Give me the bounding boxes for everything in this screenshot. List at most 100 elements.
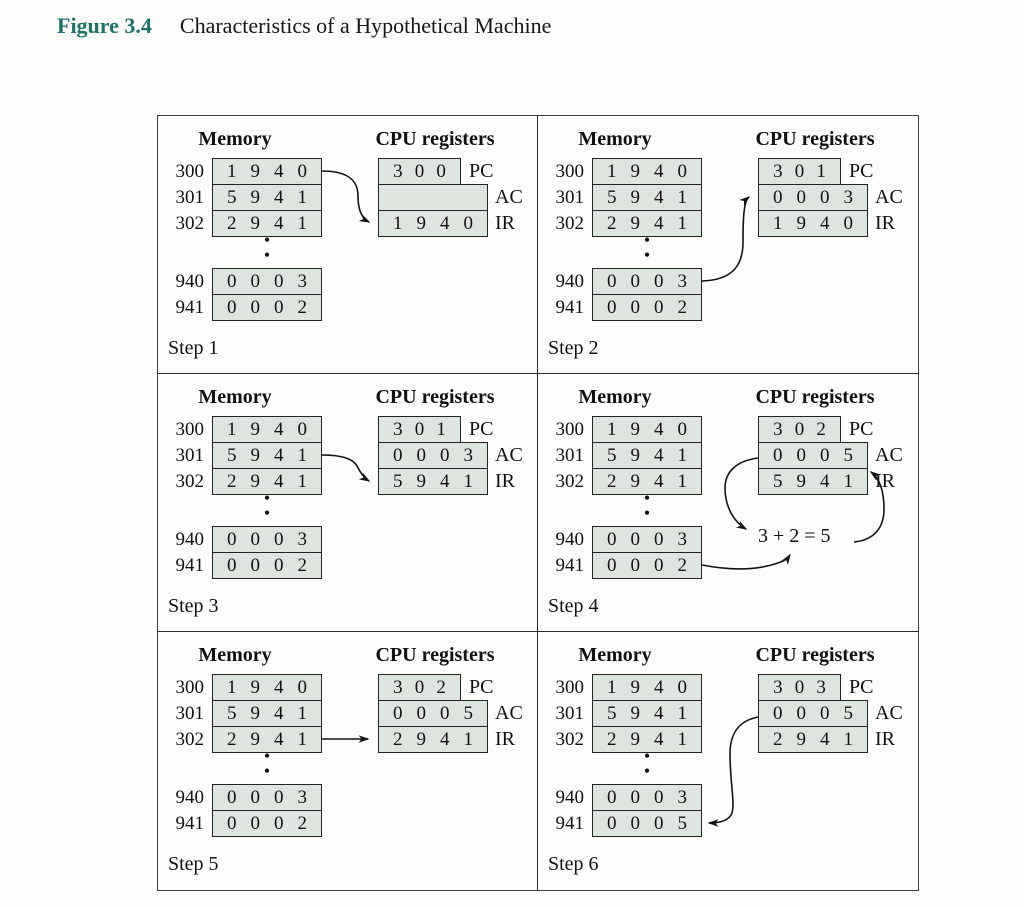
ac-register-label: AC (495, 702, 523, 724)
memory-address: 941 (175, 812, 205, 834)
memory-address: 940 (175, 786, 205, 808)
ellipsis-dots-icon: •• (263, 746, 271, 781)
memory-header: Memory (198, 128, 272, 150)
ac-register-label: AC (875, 444, 903, 466)
ir-register-label: IR (495, 728, 515, 750)
memory-address: 302 (555, 728, 585, 750)
ellipsis-dots-icon: •• (643, 746, 651, 781)
step-label: Step 5 (168, 853, 219, 875)
flow-arrow-mem941-to-sum (701, 553, 791, 570)
ir-register-label: IR (875, 728, 895, 750)
memory-address: 301 (175, 444, 205, 466)
memory-header: Memory (578, 644, 652, 666)
ellipsis-dots-icon: •• (263, 230, 271, 265)
memory-header: Memory (578, 128, 652, 150)
flow-arrow-ac-to-sum (724, 457, 759, 530)
memory-address: 940 (555, 786, 585, 808)
cpu-registers-header: CPU registers (755, 128, 875, 150)
memory-header: Memory (198, 386, 272, 408)
memory-address: 301 (555, 702, 585, 724)
flow-arrow-mem300-to-ir (321, 170, 371, 223)
ir-register-label: IR (875, 470, 895, 492)
ir-register-label: IR (495, 212, 515, 234)
memory-address: 301 (175, 186, 205, 208)
memory-address: 302 (175, 470, 205, 492)
memory-address: 301 (555, 186, 585, 208)
pc-register-label: PC (469, 418, 494, 440)
cpu-registers-header: CPU registers (755, 386, 875, 408)
ir-register-label: IR (875, 212, 895, 234)
step-label: Step 3 (168, 595, 219, 617)
memory-address: 940 (175, 270, 205, 292)
pc-register-label: PC (849, 676, 874, 698)
memory-address: 941 (555, 554, 585, 576)
figure-caption: Characteristics of a Hypothetical Machin… (179, 13, 552, 38)
cpu-registers-header: CPU registers (755, 644, 875, 666)
cpu-registers-header: CPU registers (375, 386, 495, 408)
cpu-registers-header: CPU registers (375, 128, 495, 150)
addition-annotation: 3 + 2 = 5 (758, 525, 831, 547)
step-label: Step 6 (548, 853, 599, 875)
ellipsis-dots-icon: •• (643, 488, 651, 523)
flow-arrow-mem940-to-ac (701, 196, 751, 282)
memory-address: 300 (555, 160, 585, 182)
ac-register-cell (378, 184, 488, 211)
